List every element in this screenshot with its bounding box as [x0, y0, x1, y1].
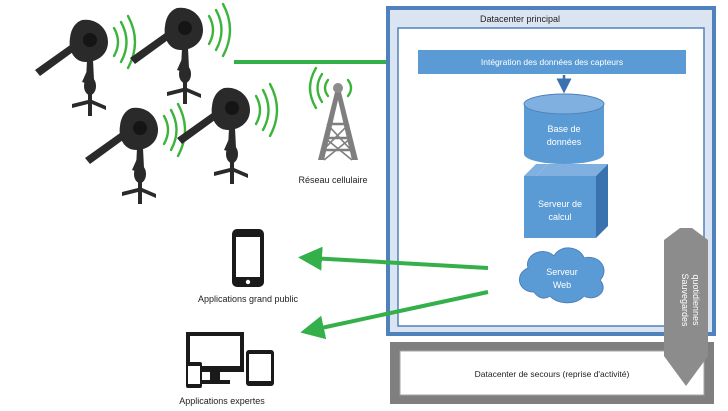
compute-server-icon: [524, 164, 608, 238]
smartphone-icon: [232, 229, 264, 287]
database-label-line2: données: [547, 137, 582, 147]
sensor-icon: [33, 14, 137, 118]
web-to-expert-apps-arrow: [300, 290, 489, 340]
database-icon: [523, 93, 605, 164]
daily-backups-label-line2: quotidiennes: [691, 274, 701, 326]
sensor-icon: [83, 102, 187, 206]
backup-datacenter-inner: [399, 350, 705, 396]
expert-apps-label: Applications expertes: [179, 396, 265, 406]
compute-server-label-line1: Serveur de: [538, 199, 582, 209]
web-to-consumer-apps-arrow: [298, 246, 489, 271]
monitor-icon: [186, 332, 244, 384]
daily-backups-label-line1: Sauvegardes: [680, 273, 690, 327]
web-server-label-line2: Web: [553, 280, 571, 290]
sensor-icon: [128, 2, 232, 106]
cellular-network-label: Réseau cellulaire: [298, 175, 367, 185]
main-datacenter-title: Datacenter principal: [480, 14, 560, 24]
database-label-line1: Base de: [547, 124, 580, 134]
sensor-icon: [175, 82, 279, 186]
smartphone-small-icon: [186, 362, 202, 388]
web-server-cloud-icon: [519, 247, 605, 304]
consumer-apps-label: Applications grand public: [198, 294, 299, 304]
web-server-label-line1: Serveur: [546, 267, 578, 277]
cell-tower-icon: [308, 66, 358, 161]
backup-datacenter-label: Datacenter de secours (reprise d'activit…: [475, 369, 630, 379]
compute-server-label-line2: calcul: [548, 212, 571, 222]
tablet-icon: [246, 350, 274, 386]
sensor-data-integration-box: [418, 50, 686, 74]
daily-backups-arrow: [664, 228, 708, 386]
sensor-data-integration-label: Intégration des données des capteurs: [481, 57, 623, 67]
